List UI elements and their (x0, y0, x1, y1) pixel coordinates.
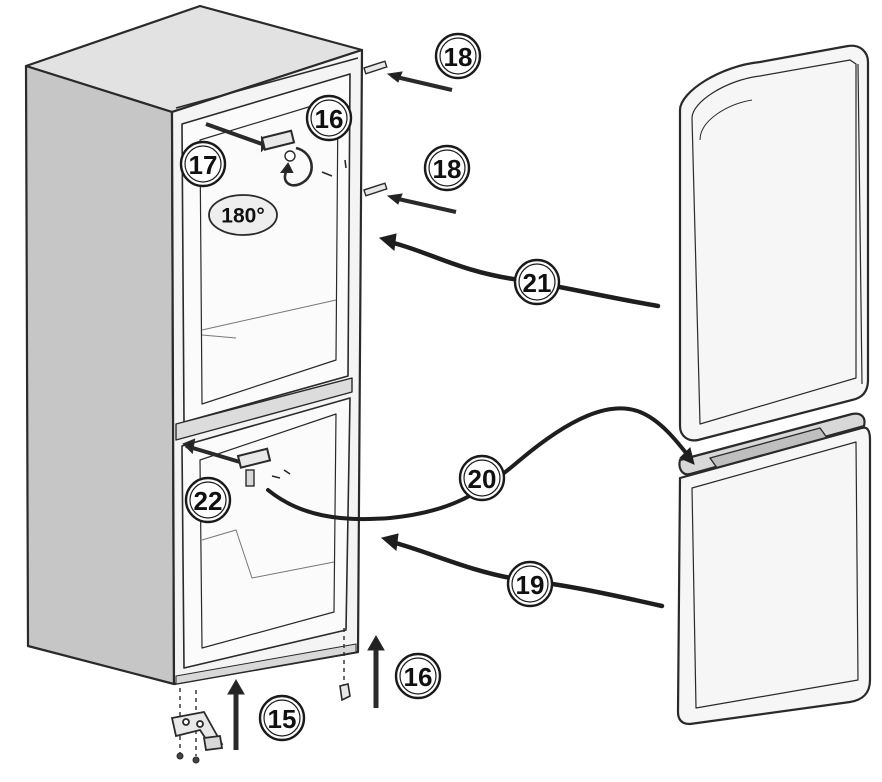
rotation-angle-badge: 180° (208, 194, 278, 236)
callout-circle (423, 144, 471, 192)
top-pins (363, 60, 457, 214)
lower-door (676, 412, 872, 726)
upper-hinge-assembly (205, 122, 347, 187)
callout-number: 18 (444, 42, 473, 72)
bottom-hinge-hardware (170, 628, 385, 764)
callout-18: 18 (434, 32, 482, 80)
callout-16: 16 (394, 652, 442, 700)
callout-number: 16 (315, 104, 344, 134)
callout-circle (513, 258, 561, 306)
callout-circle (184, 476, 232, 524)
callout-circle (394, 652, 442, 700)
upper-hinge-bracket (260, 129, 296, 151)
foot-pin (339, 683, 351, 702)
callout-15: 15 (258, 694, 306, 742)
callout-number: 17 (189, 150, 218, 180)
callout-18: 18 (423, 144, 471, 192)
callout-number: 18 (433, 154, 462, 184)
middle-hinge-assembly (182, 438, 291, 487)
callout-circle (305, 94, 353, 142)
rotation-arrow-icon (283, 146, 313, 187)
upper-door (678, 44, 870, 442)
callout-number: 21 (523, 268, 552, 298)
up-arrow-icon (227, 678, 245, 695)
cabinet-left-side (24, 64, 176, 686)
callout-number: 15 (268, 704, 297, 734)
up-arrow-icon (367, 634, 385, 651)
callout-circle (258, 694, 306, 742)
rotation-angle-label: 180° (221, 205, 264, 228)
callout-number: 16 (404, 662, 433, 692)
callout-20: 20 (458, 454, 506, 502)
callouts: 18 16 17 18 21 20 22 19 16 15 (179, 32, 561, 742)
pin-18-upper (363, 60, 388, 75)
callout-number: 19 (516, 570, 545, 600)
callout-21: 21 (513, 258, 561, 306)
callout-circle (434, 32, 482, 80)
callout-circle (458, 454, 506, 502)
lower-compartment-opening (181, 397, 351, 669)
pin-18-lower (363, 182, 388, 197)
arrow-20 (266, 406, 692, 522)
callout-number: 22 (194, 486, 223, 516)
callout-17: 17 (179, 140, 227, 188)
middle-hinge-bracket (236, 447, 272, 469)
callout-circle (179, 140, 227, 188)
callout-circle (506, 560, 554, 608)
callout-number: 20 (468, 464, 497, 494)
bottom-hinge-bracket (170, 710, 224, 752)
callout-22: 22 (184, 476, 232, 524)
callout-16: 16 (305, 94, 353, 142)
callout-19: 19 (506, 560, 554, 608)
